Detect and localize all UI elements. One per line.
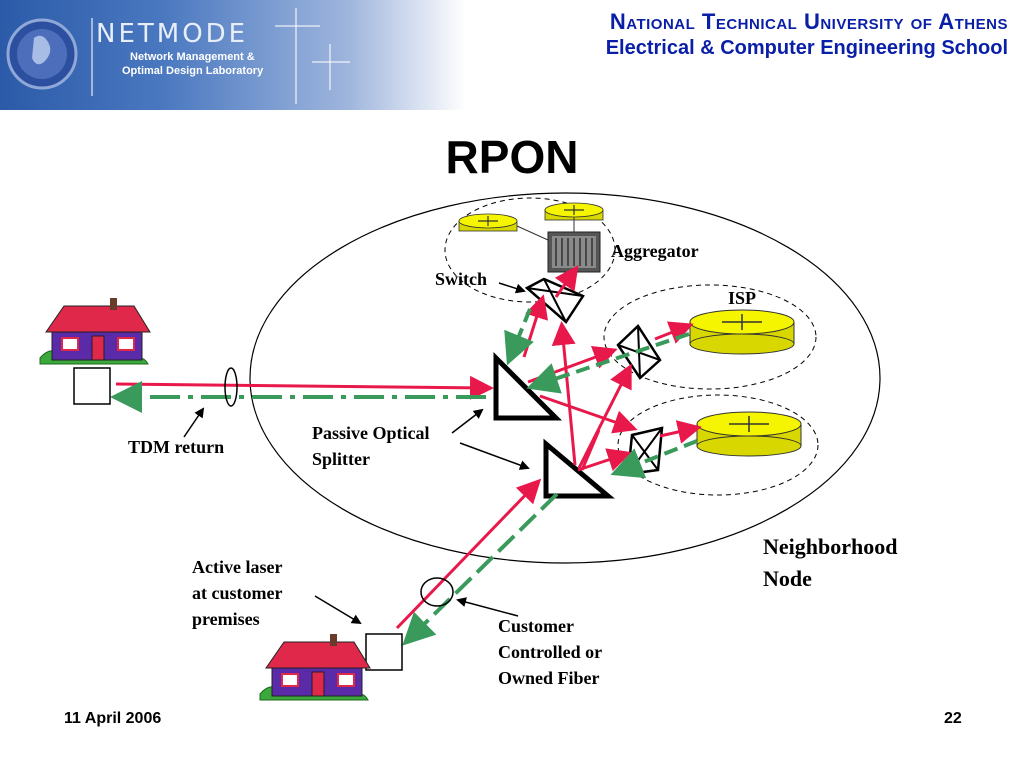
node-line: Node	[763, 566, 812, 591]
customer-line-1: Customer	[498, 616, 574, 636]
isp-label: ISP	[728, 288, 757, 308]
active-laser-line-2: at customer	[192, 583, 283, 603]
isp-router-icon	[696, 411, 802, 457]
customer-equipment-box	[73, 367, 111, 405]
footer-date: 11 April 2006	[64, 710, 162, 727]
page-number: 22	[944, 710, 962, 727]
aggregator-label: Aggregator	[611, 241, 699, 261]
isp-region-1	[603, 284, 817, 390]
active-laser-label: Active laser at customer premises	[192, 554, 282, 632]
neighborhood-line: Neighborhood	[763, 534, 898, 559]
slide-title: RPON	[445, 131, 579, 183]
logo-wordmark: NETMODE	[96, 19, 248, 49]
customer-equipment-box	[365, 633, 403, 671]
neighborhood-node-boundary	[249, 192, 881, 564]
isp-region-2	[617, 394, 819, 496]
customer-line-2: Controlled or	[498, 642, 603, 662]
router-icon	[458, 213, 518, 232]
splitter-line: Splitter	[312, 449, 370, 469]
netmode-logo: NETMODE Network Management & Optimal Des…	[6, 8, 350, 104]
passive-splitter-icon	[493, 351, 563, 421]
passive-optical-splitter-label: Passive Optical Splitter	[312, 420, 430, 472]
university-name: National Technical University of Athens	[609, 9, 1008, 34]
school-name: Electrical & Computer Engineering School	[605, 37, 1008, 59]
logo-subtitle-1: Network Management &	[130, 51, 255, 63]
lab-banner: NETMODE Network Management & Optimal Des…	[0, 0, 466, 110]
logo-subtitle-2: Optimal Design Laboratory	[122, 65, 264, 77]
house-icon	[259, 634, 371, 701]
optical-switch-icon	[524, 277, 585, 324]
passive-splitter-icon	[543, 438, 615, 499]
university-header: National Technical University of Athens …	[606, 8, 1008, 60]
active-laser-line-3: premises	[192, 609, 260, 629]
fiber-marker	[420, 577, 454, 607]
house-icon	[39, 298, 151, 365]
active-laser-line-1: Active laser	[192, 557, 283, 577]
customer-fiber-label: Customer Controlled or Owned Fiber	[498, 613, 602, 691]
isp-router-icon	[689, 309, 795, 355]
switch-label: Switch	[435, 269, 488, 289]
tdm-return-links	[110, 308, 698, 646]
fiber-links	[115, 265, 702, 630]
neighborhood-node-label: Neighborhood Node	[763, 531, 897, 595]
aggregator-device-icon	[547, 231, 601, 273]
fiber-marker	[224, 367, 238, 407]
annotation-arrows	[183, 282, 530, 625]
router-icon	[544, 202, 604, 221]
tdm-return-label: TDM return	[128, 437, 225, 457]
passive-optical-line: Passive Optical	[312, 423, 430, 443]
customer-line-3: Owned Fiber	[498, 668, 600, 688]
